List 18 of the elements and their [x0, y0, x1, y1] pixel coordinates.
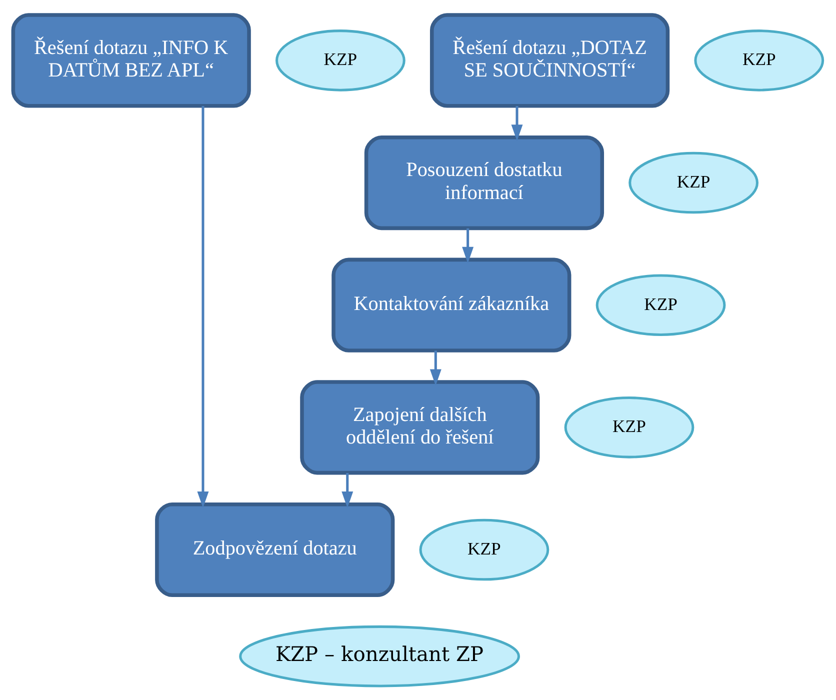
- node-ellipse: KZP – konzultant ZP: [239, 624, 520, 687]
- node-box: Řešení dotazu „DOTAZ SE SOUČINNOSTÍ“: [430, 12, 670, 108]
- arrow: [511, 106, 523, 140]
- arrow: [342, 472, 354, 508]
- arrow: [430, 350, 442, 386]
- node-box: Posouzení dostatku informací: [364, 134, 604, 230]
- node-ellipse: KZP: [628, 151, 758, 214]
- node-box: Zapojení dalších oddělení do řešení: [300, 380, 540, 474]
- node-box: Řešení dotazu „INFO K DATŮM BEZ APL“: [11, 12, 251, 108]
- node-ellipse: KZP: [276, 29, 406, 91]
- node-ellipse: KZP: [419, 518, 550, 580]
- arrow: [462, 228, 474, 263]
- node-box: Zodpovězení dotazu: [155, 502, 395, 597]
- node-ellipse: KZP: [564, 396, 694, 458]
- arrow: [197, 106, 209, 508]
- node-box: Kontaktování zákazníka: [332, 257, 572, 352]
- node-ellipse: KZP: [596, 274, 726, 336]
- node-ellipse: KZP: [694, 29, 824, 91]
